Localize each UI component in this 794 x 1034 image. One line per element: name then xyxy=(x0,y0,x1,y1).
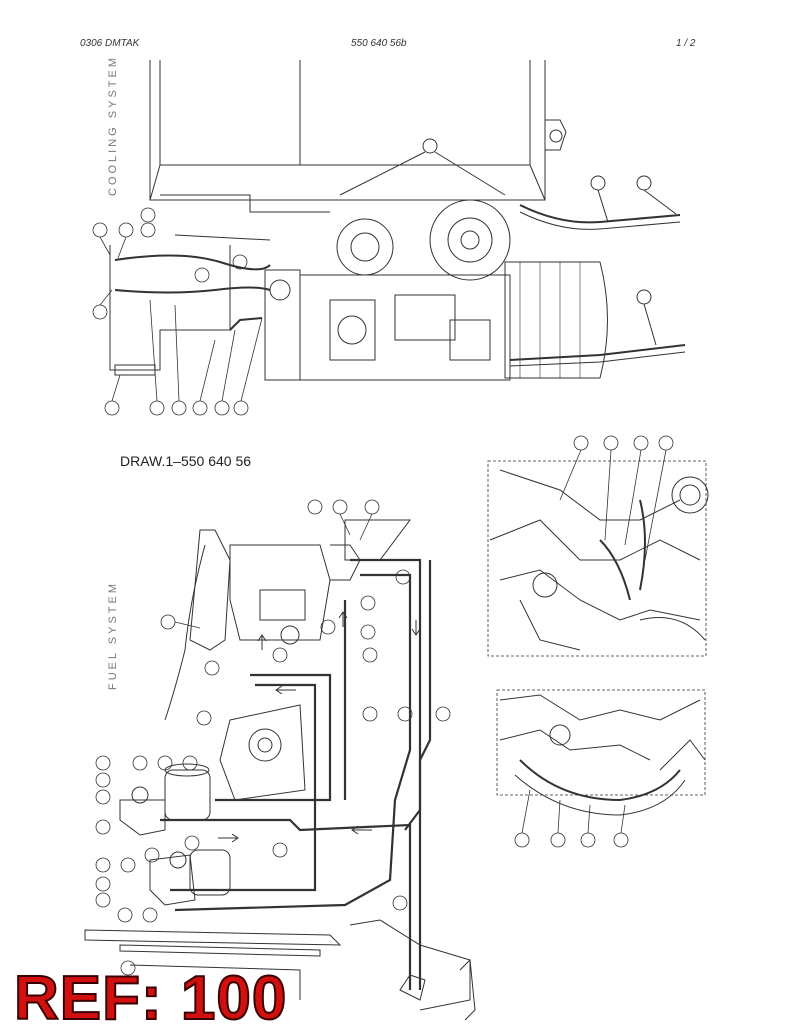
fuel-system-diagram xyxy=(84,499,476,1021)
header-doc-code: 0306 DMTAK xyxy=(80,38,140,49)
header-part-number: 550 640 56b xyxy=(351,38,407,49)
header-page-number: 1 / 2 xyxy=(676,38,696,49)
detail-view-upper xyxy=(487,435,709,657)
drawing-title: DRAW.1–550 640 56 xyxy=(120,453,252,469)
reference-stamp: REF: 100 xyxy=(13,964,288,1033)
detail-view-lower xyxy=(496,689,706,848)
cooling-system-diagram xyxy=(92,60,686,416)
callout-bubble xyxy=(422,138,438,154)
